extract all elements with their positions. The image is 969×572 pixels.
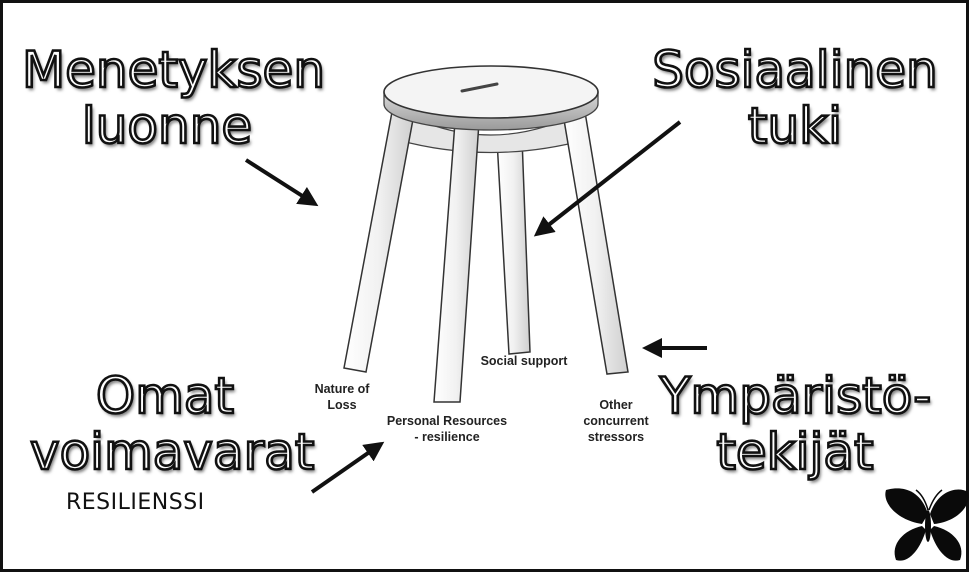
leg-label-nature-line1: Nature of [314,382,370,396]
label-menetyksen-luonne: Menetyksen luonne [21,41,327,156]
arrow-sosiaalinen [533,120,682,237]
leg-label-other-line3: stressors [587,430,645,444]
label-sosiaalinen-tuki: Sosiaalinen tuki [650,41,940,156]
stool-seat-top [383,65,599,119]
leg-label-social-support: Social support [480,354,568,368]
leg-label-personal-line2: - resilience [414,430,480,444]
leg-label-other-line2: concurrent [583,414,649,428]
label-ymparisto-line1: Ympäristö- [659,367,933,426]
label-omat-voimavarat: Omat voimavarat [29,367,316,482]
label-omat-line2: voimavarat [29,423,316,482]
butterfly-icon [885,488,969,561]
leg-label-other-stressors: Other concurrent stressors [576,397,656,445]
stool-seat-slot [460,82,499,93]
leg-label-personal-line1: Personal Resources [386,414,508,428]
label-menetyksen-line2: luonne [81,97,254,156]
label-omat-line1: Omat [95,367,236,426]
label-menetyksen-line1: Menetyksen [21,41,327,100]
stool-leg-left [343,111,415,373]
stool-leg-front [433,121,480,403]
stool-leg-back [496,137,531,355]
leg-label-nature-line2: Loss [327,398,357,412]
label-resilienssi: RESILIENSSI [66,490,205,515]
leg-label-personal-resources: Personal Resources - resilience [380,413,514,445]
arrow-omat [310,441,385,494]
label-ymparistotekijat: Ympäristö- tekijät [659,367,933,482]
label-sosiaalinen-line1: Sosiaalinen [651,41,939,100]
leg-label-other-line1: Other [599,398,633,412]
label-sosiaalinen-line2: tuki [747,97,844,156]
label-ymparisto-line2: tekijät [715,423,875,482]
stool-illustration [343,65,629,403]
stool-leg-right [562,111,629,375]
arrow-menetyksen [244,158,319,207]
leg-label-nature-of-loss: Nature of Loss [312,381,372,413]
